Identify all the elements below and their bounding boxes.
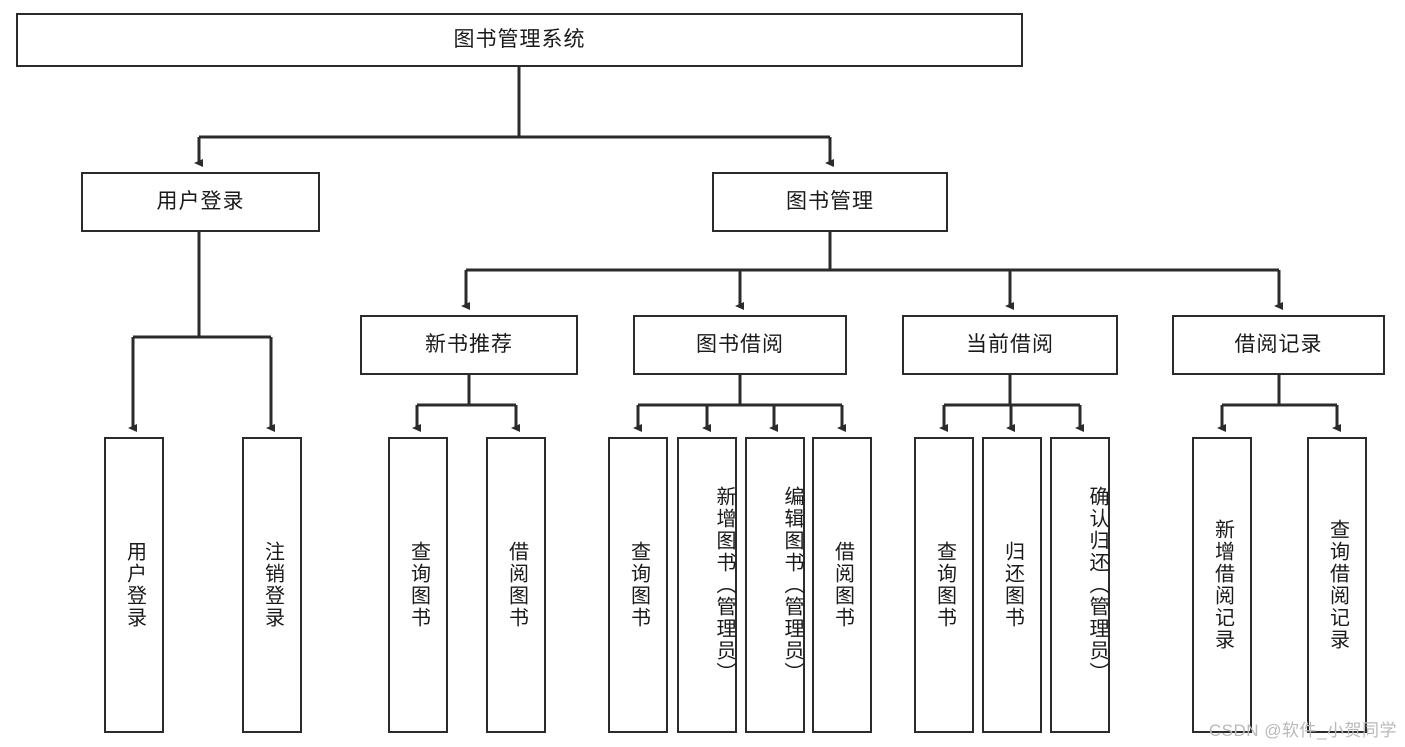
leaf-current-query-book[interactable]: 查询图书 (914, 437, 974, 733)
leaf-recommend-borrow-book[interactable]: 借阅图书 (486, 437, 546, 733)
leaf-borrow-borrow-book[interactable]: 借阅图书 (812, 437, 872, 733)
node-user-login[interactable]: 用户登录 (81, 172, 320, 232)
node-root-system[interactable]: 图书管理系统 (16, 13, 1023, 67)
leaf-record-query-record[interactable]: 查询借阅记录 (1307, 437, 1367, 733)
leaf-borrow-query-book[interactable]: 查询图书 (608, 437, 668, 733)
node-book-borrow[interactable]: 图书借阅 (633, 315, 847, 375)
leaf-recommend-query-book[interactable]: 查询图书 (388, 437, 448, 733)
leaf-user-login-logout[interactable]: 注销登录 (242, 437, 302, 733)
leaf-borrow-add-book-admin[interactable]: 新增图书（管理员） (677, 437, 737, 733)
watermark-credit: CSDN @软件_小贺同学 (1208, 721, 1397, 740)
leaf-borrow-edit-book-admin[interactable]: 编辑图书（管理员） (745, 437, 805, 733)
node-current-borrow[interactable]: 当前借阅 (902, 315, 1118, 375)
leaf-user-login-login[interactable]: 用户登录 (104, 437, 164, 733)
node-new-book-recommend[interactable]: 新书推荐 (360, 315, 578, 375)
node-book-management[interactable]: 图书管理 (712, 172, 948, 232)
leaf-current-confirm-return-admin[interactable]: 确认归还（管理员） (1050, 437, 1110, 733)
node-borrow-record[interactable]: 借阅记录 (1172, 315, 1385, 375)
leaf-record-add-record[interactable]: 新增借阅记录 (1192, 437, 1252, 733)
leaf-current-return-book[interactable]: 归还图书 (982, 437, 1042, 733)
